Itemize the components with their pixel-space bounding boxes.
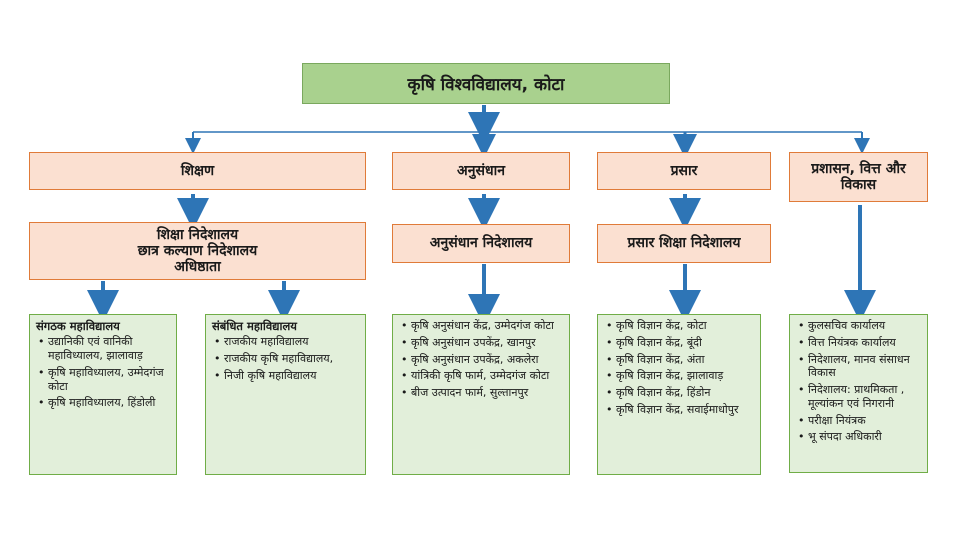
list-item: निदेशालय, मानव संसाधन विकास	[798, 353, 921, 381]
branch-prashasan-label: प्रशासन, वित्त और विकास	[811, 160, 906, 193]
list-item: यांत्रिकी कृषि फार्म, उम्मेदगंज कोटा	[401, 369, 563, 383]
list-item: कृषि विज्ञान केंद्र, झालावाड़	[606, 369, 754, 383]
directorate-prasar-label: प्रसार शिक्षा निदेशालय	[627, 235, 741, 252]
list-sangathak-heading: संगठक महाविद्यालय	[36, 319, 120, 333]
branch-prashasan: प्रशासन, वित्त और विकास	[789, 152, 928, 202]
list-item: उद्यानिकी एवं वानिकी महाविध्यालय, झालावा…	[38, 335, 170, 363]
university-title-box: कृषि विश्वविद्यालय, कोटा	[302, 63, 670, 104]
list-item: कुलसचिव कार्यालय	[798, 319, 921, 333]
list-item: कृषि विज्ञान केंद्र, कोटा	[606, 319, 754, 333]
branch-prasar-label: प्रसार	[670, 162, 698, 179]
directorate-shiksha-line3: अधिष्ठाता	[174, 259, 221, 276]
branch-shikshan: शिक्षण	[29, 152, 366, 190]
directorate-shiksha-line1: शिक्षा निदेशालय	[156, 226, 239, 243]
branch-shikshan-label: शिक्षण	[180, 162, 215, 179]
branch-anusandhan: अनुसंधान	[392, 152, 570, 190]
list-anusandhan: कृषि अनुसंधान केंद्र, उम्मेदगंज कोटा कृष…	[392, 314, 570, 475]
list-prasar: कृषि विज्ञान केंद्र, कोटा कृषि विज्ञान क…	[597, 314, 761, 475]
list-item: भू संपदा अधिकारी	[798, 430, 921, 444]
list-item: राजकीय महाविद्यालय	[214, 335, 359, 349]
list-item: कृषि विज्ञान केंद्र, अंता	[606, 353, 754, 367]
list-sambandhit-heading: संबंधित महाविद्यालय	[212, 319, 297, 333]
list-item: कृषि अनुसंधान उपकेंद्र, खानपुर	[401, 336, 563, 350]
list-item: कृषि विज्ञान केंद्र, बूंदी	[606, 336, 754, 350]
directorate-shiksha: शिक्षा निदेशालय छात्र कल्याण निदेशालय अध…	[29, 222, 366, 280]
list-item: परीक्षा नियंत्रक	[798, 414, 921, 428]
list-item: राजकीय कृषि महाविद्यालय,	[214, 352, 359, 366]
branch-anusandhan-label: अनुसंधान	[457, 162, 505, 179]
list-item: कृषि अनुसंधान उपकेंद्र, अकलेरा	[401, 353, 563, 367]
list-item: कृषि विज्ञान केंद्र, सवाईमाधोपुर	[606, 403, 754, 417]
directorate-anusandhan-label: अनुसंधान निदेशालय	[429, 235, 533, 252]
list-sambandhit: संबंधित महाविद्यालय राजकीय महाविद्यालय र…	[205, 314, 366, 475]
list-item: निदेशालय: प्राथमिकता , मूल्यांकन एवं निग…	[798, 383, 921, 411]
university-title: कृषि विश्वविद्यालय, कोटा	[407, 75, 565, 95]
list-item: कृषि महाविध्यालय, हिंडोली	[38, 396, 170, 410]
directorate-shiksha-line2: छात्र कल्याण निदेशालय	[137, 242, 258, 259]
list-item: कृषि अनुसंधान केंद्र, उम्मेदगंज कोटा	[401, 319, 563, 333]
list-item: कृषि महाविध्यालय, उम्मेदगंज कोटा	[38, 366, 170, 394]
list-item: वित्त नियंत्रक कार्यालय	[798, 336, 921, 350]
list-prashasan: कुलसचिव कार्यालय वित्त नियंत्रक कार्यालय…	[789, 314, 928, 473]
list-sangathak: संगठक महाविद्यालय उद्यानिकी एवं वानिकी म…	[29, 314, 177, 475]
list-item: बीज उत्पादन फार्म, सुल्तानपुर	[401, 386, 563, 400]
list-item: निजी कृषि महाविद्यालय	[214, 369, 359, 383]
list-item: कृषि विज्ञान केंद्र, हिंडोन	[606, 386, 754, 400]
directorate-prasar: प्रसार शिक्षा निदेशालय	[597, 224, 771, 263]
directorate-anusandhan: अनुसंधान निदेशालय	[392, 224, 570, 263]
branch-prasar: प्रसार	[597, 152, 771, 190]
